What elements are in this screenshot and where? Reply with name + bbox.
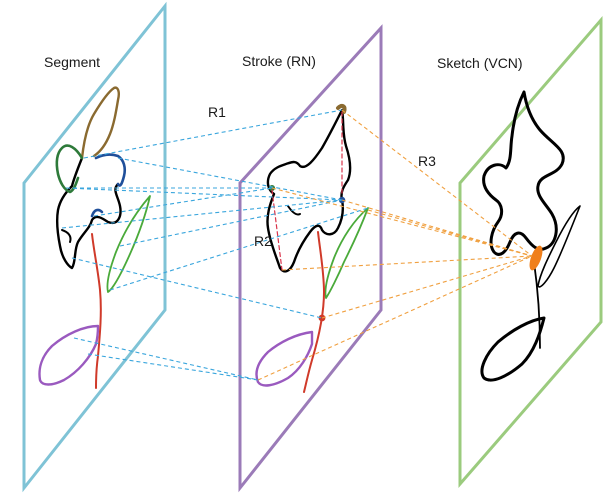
sketch-bottom-leaf: [480, 316, 546, 382]
stroke-panel: [238, 24, 383, 493]
segment-leaf: [106, 195, 151, 293]
r1-label: R1: [208, 104, 226, 120]
stroke-leaf: [324, 207, 369, 299]
sketch-leaf: [537, 205, 581, 288]
segment-outline-stroke: [55, 156, 122, 270]
r3-relation-line: [341, 109, 533, 257]
r1-relation-line: [117, 157, 343, 201]
r1-relation-line: [93, 187, 273, 217]
sketch-flower: [480, 90, 581, 382]
segment-stem: [91, 233, 102, 389]
sketch-node: [529, 245, 543, 271]
r1-relation-line: [71, 257, 323, 319]
stroke-top-petal: [336, 103, 347, 114]
r1-relation-line: [61, 199, 343, 229]
sketch-stem: [533, 261, 541, 349]
r3-relation-line: [321, 255, 533, 319]
stroke-stem: [303, 231, 325, 393]
r1-relation-line: [119, 199, 343, 247]
segment-label: Segment: [44, 54, 100, 70]
segment-bottom-leaf: [38, 324, 100, 386]
r3-label: R3: [418, 153, 436, 169]
sketch-label: Sketch (VCN): [437, 55, 523, 71]
stroke-bottom-leaf: [255, 330, 314, 387]
r2-label: R2: [254, 233, 272, 249]
r3-relation-line: [281, 255, 533, 271]
segment-outline-stroke: [61, 229, 72, 243]
segment-right-petal: [90, 208, 104, 218]
segment-top-petal: [80, 86, 120, 160]
r1-relation-line: [65, 187, 343, 201]
r1-relations: [61, 109, 369, 381]
r1-relation-line: [87, 353, 259, 381]
segment-panel: [22, 1, 167, 493]
sketch-panel: [458, 15, 603, 489]
r1-relation-line: [109, 207, 369, 291]
segment-flower: [38, 86, 151, 389]
r3-relation-line: [367, 209, 533, 257]
stroke-label: Stroke (RN): [242, 53, 316, 69]
segment-right-petal: [94, 153, 127, 187]
stroke-flower: [255, 103, 369, 393]
r3-relation-line: [341, 199, 533, 257]
stroke-outline: [287, 205, 301, 216]
r3-relation-line: [271, 187, 533, 257]
r3-relation-line: [257, 255, 533, 381]
r1-relation-line: [73, 337, 259, 381]
stroke-outline: [266, 108, 352, 273]
segment-left-petal: [55, 144, 84, 194]
sketch-outline: [482, 90, 565, 256]
r1-relation-line: [83, 109, 343, 159]
r2-relation-line: [271, 189, 283, 271]
r3-relations: [257, 109, 533, 381]
